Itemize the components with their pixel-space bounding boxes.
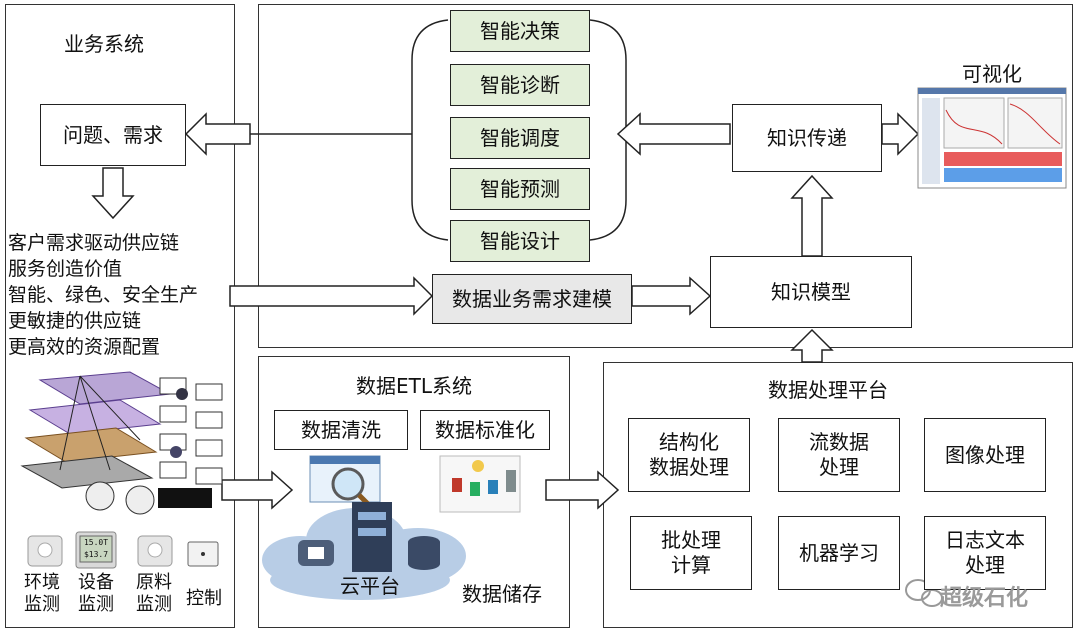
platform-cell-batch: 批处理 计算	[630, 516, 752, 590]
business-goals-list: 客户需求驱动供应链 服务创造价值 智能、绿色、安全生产 更敏捷的供应链 更高效的…	[8, 230, 198, 360]
goal-line: 智能、绿色、安全生产	[8, 284, 199, 306]
data-storage-label: 数据储存	[462, 582, 542, 606]
platform-cell-image: 图像处理	[924, 418, 1046, 492]
arrow-platform-up	[790, 328, 834, 363]
platform-cell-log: 日志文本 处理	[924, 516, 1046, 590]
platform-cell-stream: 流数据 处理	[778, 418, 900, 492]
arrow-down-problem	[91, 167, 135, 220]
platform-cell-ml: 机器学习	[778, 516, 900, 590]
knowledge-transfer-box: 知识传递	[732, 104, 882, 172]
problem-demand-box: 问题、需求	[40, 104, 186, 166]
material-sensor-icon	[137, 535, 173, 567]
goal-line: 更高效的资源配置	[8, 336, 161, 358]
intel-item-scheduling: 智能调度	[450, 117, 590, 159]
intel-item-prediction: 智能预测	[450, 168, 590, 210]
layered-model-illustration	[20, 371, 223, 515]
device-label-control: 控制	[186, 588, 222, 609]
equipment-display-icon	[75, 531, 117, 569]
controller-icon	[187, 541, 219, 567]
intel-item-decision: 智能决策	[450, 10, 590, 52]
wechat-logo-icon	[905, 579, 943, 607]
goal-line: 客户需求驱动供应链	[8, 232, 180, 254]
cloud-platform-illustration	[262, 502, 466, 600]
goal-line: 更敏捷的供应链	[8, 310, 142, 332]
arrow-to-modeling	[229, 276, 434, 316]
arrow-to-problem	[184, 112, 251, 156]
etl-title: 数据ETL系统	[356, 374, 472, 398]
arrow-modeling-to-model	[631, 276, 712, 316]
modeling-box: 数据业务需求建模	[432, 274, 632, 324]
goal-line: 服务创造价值	[8, 258, 123, 280]
standardization-illustration	[439, 455, 521, 513]
visualization-thumbnail	[917, 87, 1067, 189]
platform-title: 数据处理平台	[768, 378, 888, 402]
arrow-etl-to-platform	[545, 470, 620, 510]
cloud-platform-label: 云平台	[340, 574, 400, 598]
arrow-transfer-left	[616, 112, 731, 156]
knowledge-model-box: 知识模型	[710, 256, 912, 328]
arrow-model-up	[790, 174, 834, 257]
data-standardization-box: 数据标准化	[420, 410, 550, 450]
intel-item-design: 智能设计	[450, 220, 590, 262]
business-system-title: 业务系统	[64, 32, 144, 56]
device-label-environment: 环境 监测	[24, 572, 60, 615]
watermark-text: 超级石化	[940, 586, 1029, 611]
visualization-label: 可视化	[962, 62, 1022, 86]
arrow-transfer-right	[881, 112, 920, 156]
left-bracket	[411, 19, 449, 241]
platform-cell-structured: 结构化 数据处理	[628, 418, 750, 492]
intel-item-diagnosis: 智能诊断	[450, 64, 590, 106]
data-cleaning-box: 数据清洗	[274, 410, 408, 450]
device-label-equipment: 设备 监测	[78, 572, 114, 615]
environment-sensor-icon	[27, 535, 63, 567]
device-label-material: 原料 监测	[136, 572, 172, 615]
equipment-display-readout: 15.0T $13.7	[83, 538, 109, 559]
arrow-to-etl	[221, 470, 294, 510]
right-bracket	[589, 19, 627, 241]
